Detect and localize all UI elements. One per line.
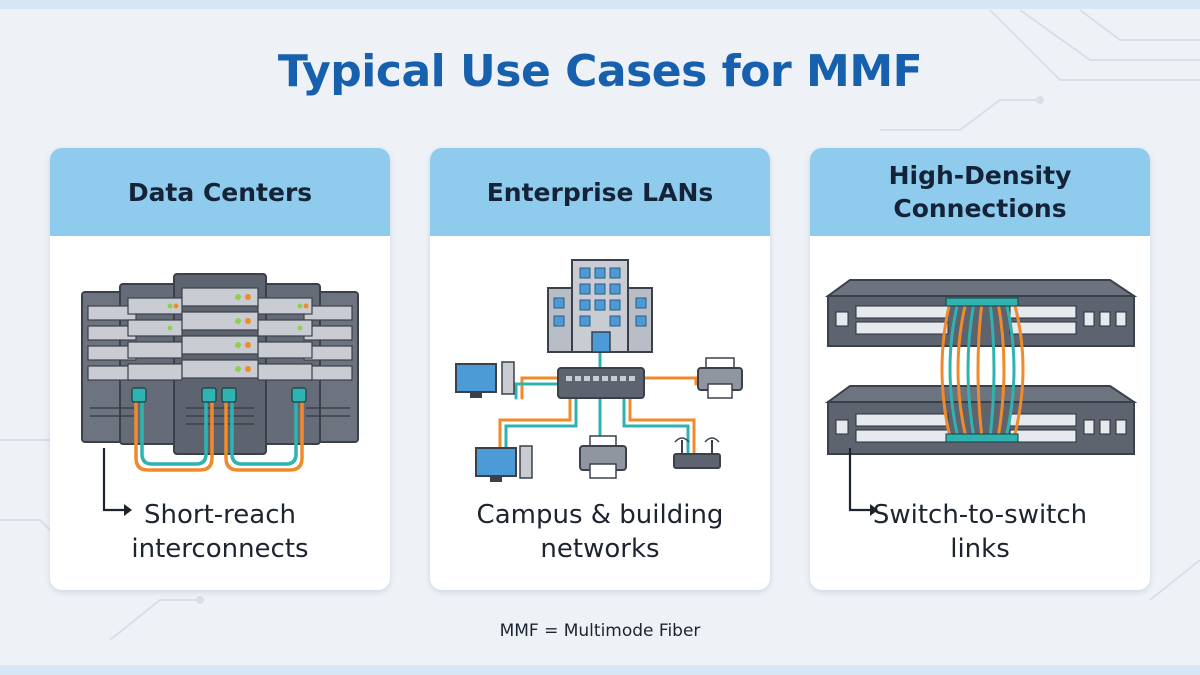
- page-title: Typical Use Cases for MMF: [277, 46, 923, 97]
- bottom-strip: [0, 665, 1200, 675]
- card-enterprise-lans: Enterprise LANs: [430, 148, 770, 590]
- office-network-icon: [455, 259, 743, 482]
- caption-line-1: Short-reach: [144, 500, 296, 530]
- stacked-switches-icon: [824, 279, 1138, 455]
- card-heading-line-2: Connections: [893, 194, 1067, 223]
- card-header: High-Density Connections: [810, 148, 1150, 236]
- caption-line-1: Campus & building: [476, 500, 724, 530]
- caption-line-2: links: [950, 534, 1010, 564]
- card-caption: Campus & building networks: [430, 498, 770, 566]
- card-high-density-connections: High-Density Connections: [810, 148, 1150, 590]
- card-data-centers: Data Centers: [50, 148, 390, 590]
- footnote: MMF = Multimode Fiber: [499, 621, 701, 641]
- pointer-arrow-icon: [102, 448, 132, 516]
- card-heading: Data Centers: [127, 177, 313, 207]
- card-caption: Short-reach interconnects: [50, 498, 390, 566]
- card-heading: Enterprise LANs: [486, 177, 714, 207]
- caption-line-1: Switch-to-switch: [872, 500, 1088, 530]
- card-caption: Switch-to-switch links: [810, 498, 1150, 566]
- card-header: Data Centers: [50, 148, 390, 236]
- card-heading: High-Density Connections: [889, 159, 1072, 225]
- caption-line-2: interconnects: [131, 534, 309, 564]
- card-heading-line-1: High-Density: [888, 161, 1072, 190]
- top-strip: [0, 0, 1200, 9]
- card-header: Enterprise LANs: [430, 148, 770, 236]
- pointer-arrow-icon: [848, 448, 878, 516]
- caption-line-2: networks: [540, 534, 660, 564]
- server-racks-icon: [81, 273, 359, 488]
